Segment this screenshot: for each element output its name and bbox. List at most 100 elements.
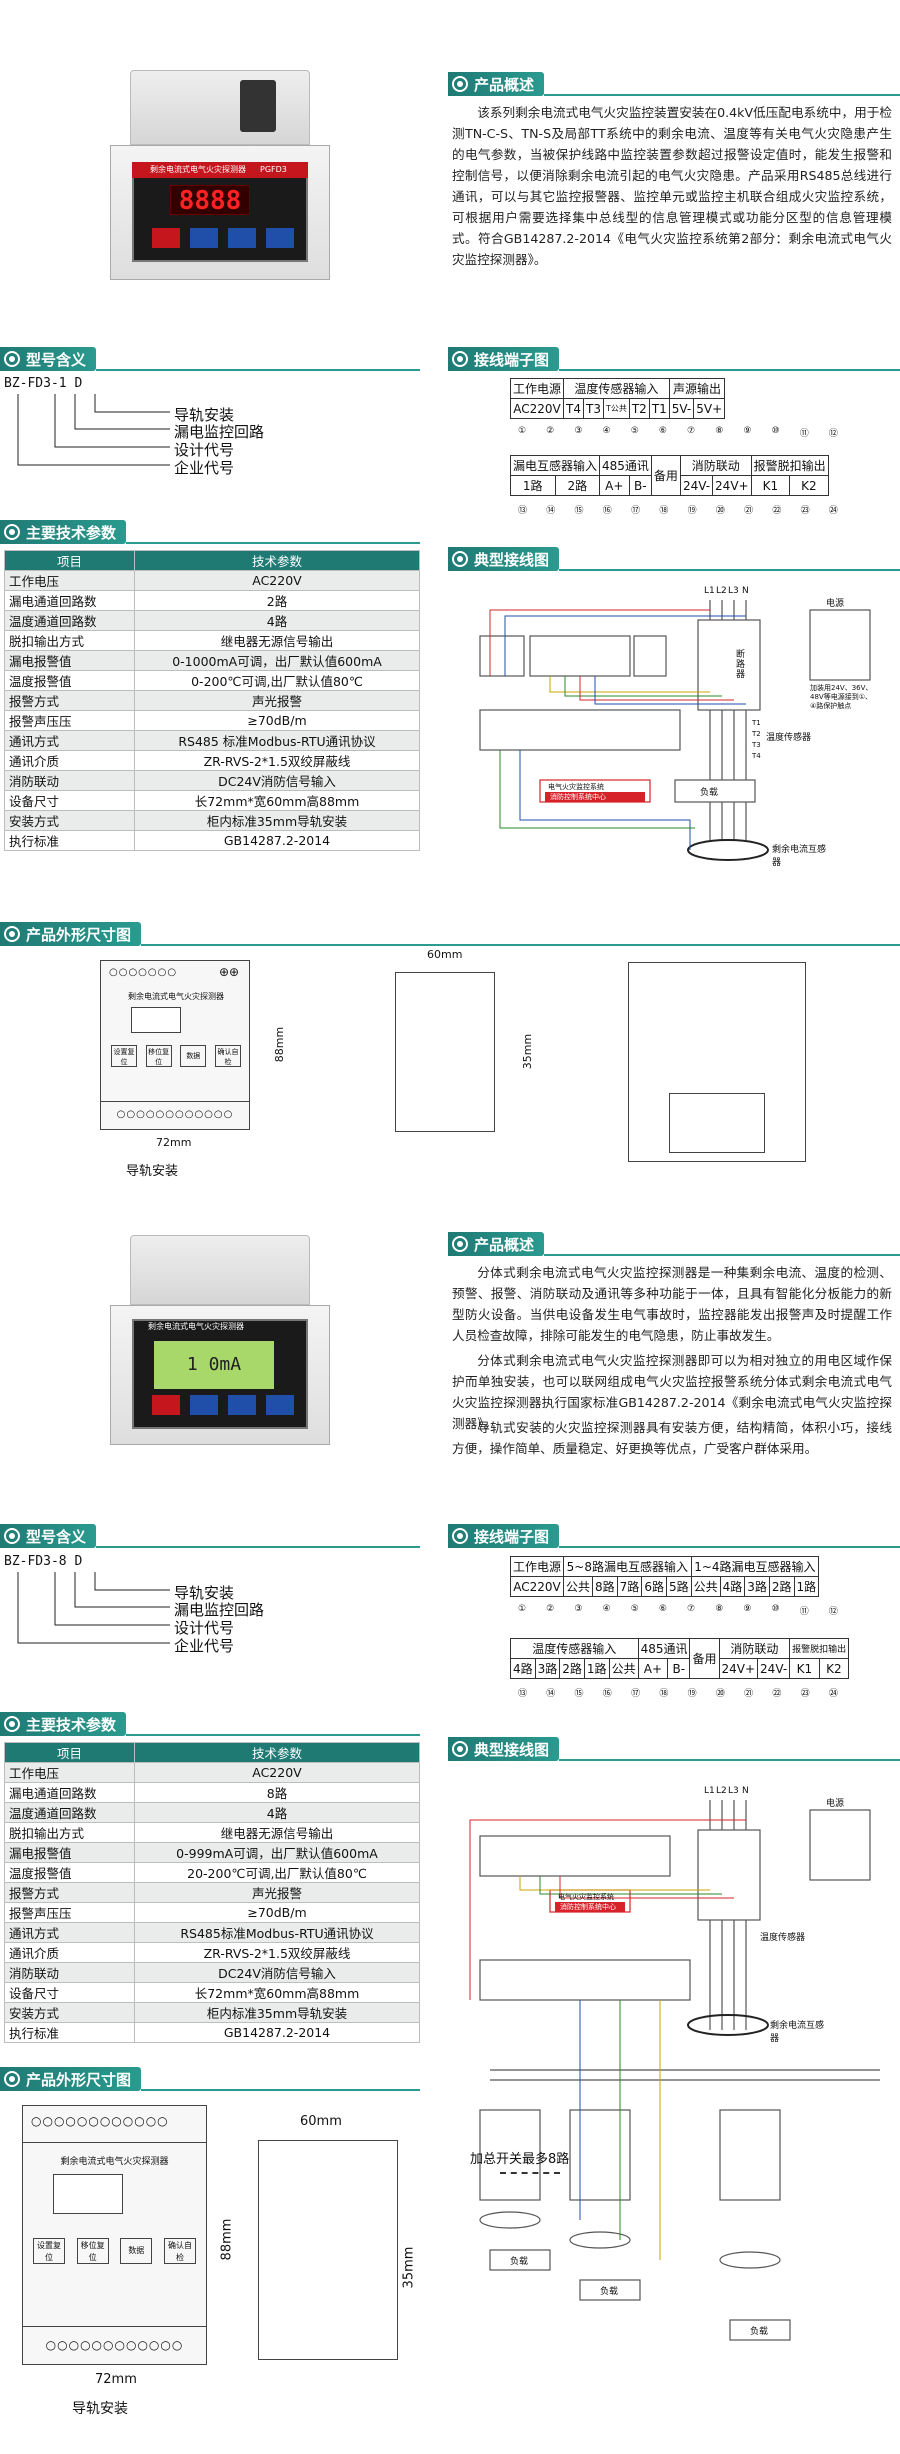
spec-item: 通讯介质 <box>4 750 135 771</box>
spec-item: 通讯介质 <box>4 1942 135 1963</box>
model-item-loops: 漏电监控回路 <box>174 423 265 441</box>
shift-button[interactable] <box>190 228 218 248</box>
spec-item: 安装方式 <box>4 2002 135 2023</box>
spec-value: 声光报警 <box>134 1882 420 1903</box>
header-circle-icon <box>4 351 20 367</box>
spec-value: GB14287.2-2014 <box>134 2022 420 2043</box>
spec-item: 设备尺寸 <box>4 790 135 811</box>
wiring-temp-sensor: 温度传感器 <box>766 733 812 743</box>
spec-value: GB14287.2-2014 <box>134 830 420 851</box>
spec-value: 20-200℃可调,出厂默认值80℃ <box>134 1862 420 1883</box>
front-btn-data: 数据 <box>180 1045 207 1067</box>
spec-value: 8路 <box>134 1782 420 1803</box>
wiring-caption-2: 加总开关最多8路 <box>470 2152 570 2167</box>
spec-item: 通讯方式 <box>4 1922 135 1943</box>
spec-item: 设备尺寸 <box>4 1982 135 2003</box>
wiring2-load-2: 负载 <box>600 2287 619 2297</box>
shift-button-2[interactable] <box>190 1395 218 1415</box>
terminal-header-1: 接线端子图 <box>448 345 900 371</box>
spec-row: 安装方式柜内标准35mm导轨安装 <box>4 2002 420 2023</box>
spec-item: 安装方式 <box>4 810 135 831</box>
data-button[interactable] <box>228 228 256 248</box>
spec-value: 柜内标准35mm导轨安装 <box>134 810 420 831</box>
front-view-2: ○○○○○○○○○○○○ 剩余电流式电气火灾探测器 设置复位 移位复位 数据 确… <box>22 2105 207 2365</box>
spec-item: 温度报警值 <box>4 1862 135 1883</box>
confirm-button[interactable] <box>266 228 294 248</box>
spec-item: 工作电压 <box>4 1762 135 1783</box>
spec-item: 脱扣输出方式 <box>4 630 135 651</box>
spec-value: 长72mm*宽60mm高88mm <box>134 1982 420 2003</box>
confirm-button-2[interactable] <box>266 1395 294 1415</box>
front-btn-confirm: 确认自检 <box>214 1045 241 1067</box>
spec-row: 报警声压压≥70dB/m <box>4 710 420 731</box>
back-view-1 <box>628 962 806 1162</box>
model-diagram-1 <box>17 394 170 466</box>
spec-value: ≥70dB/m <box>134 1902 420 1923</box>
model2-item-rail: 导轨安装 <box>174 1584 235 1602</box>
wiring-ct-label: 剩余电流互感器 <box>772 845 827 868</box>
header-circle-icon <box>4 1716 20 1732</box>
spec-value: 4路 <box>134 610 420 631</box>
model-header-2: 型号含义 <box>0 1522 420 1548</box>
spec-value: ZR-RVS-2*1.5双绞屏蔽线 <box>134 750 420 771</box>
dim-depth-2: 60mm <box>300 2114 342 2129</box>
wiring2-ct-label: 剩余电流互感器 <box>770 2021 825 2044</box>
wiring-load-label: 负载 <box>700 788 719 798</box>
wiring2-fire-center: 消防控制系统中心 <box>560 1903 616 1911</box>
overview-header-2: 产品概述 <box>448 1230 900 1256</box>
spec-value: AC220V <box>134 570 420 591</box>
spec-row: 报警方式声光报警 <box>4 1882 420 1903</box>
spec-value: 继电器无源信号输出 <box>134 630 420 651</box>
wiring2-fire-system: 电气火灾监控系统 <box>558 1893 614 1901</box>
device-photo-1: 剩余电流式电气火灾探测器 PGFD3 8888 <box>110 70 330 280</box>
spec-item: 工作电压 <box>4 570 135 591</box>
spec-item: 脱扣输出方式 <box>4 1822 135 1843</box>
device-model-label: PGFD3 <box>260 165 287 174</box>
model-header-1: 型号含义 <box>0 345 420 371</box>
device-name-1: 剩余电流式电气火灾探测器 <box>132 162 308 178</box>
model-item-design: 设计代号 <box>174 441 235 459</box>
front-btn-set: 设置复位 <box>111 1045 137 1067</box>
dim-header-2: 产品外形尺寸图 <box>0 2065 420 2091</box>
spec-row: 安装方式柜内标准35mm导轨安装 <box>4 810 420 831</box>
wiring2-temp-sensor: 温度传感器 <box>760 1933 806 1943</box>
spec-value: 2路 <box>134 590 420 611</box>
spec-item: 执行标准 <box>4 2022 135 2043</box>
front2-btn-data: 数据 <box>120 2238 153 2264</box>
spec-row: 脱扣输出方式继电器无源信号输出 <box>4 630 420 651</box>
header-circle-icon <box>452 1741 468 1757</box>
set-button[interactable] <box>152 228 180 248</box>
wiring2-load-1: 负载 <box>510 2257 529 2267</box>
spec-item: 报警方式 <box>4 690 135 711</box>
spec-value: 0-1000mA可调，出厂默认值600mA <box>134 650 420 671</box>
spec-item: 消防联动 <box>4 770 135 791</box>
wiring2-phase-l2: L2 <box>716 1786 727 1796</box>
front-view-1: ○○○○○○○ ⊕⊕ 剩余电流式电气火灾探测器 设置复位 移位复位 数据 确认自… <box>100 960 250 1130</box>
spec-value: AC220V <box>134 1762 420 1783</box>
set-button-2[interactable] <box>152 1395 180 1415</box>
overview-text-1: 该系列剩余电流式电气火灾监控装置安装在0.4kV低压配电系统中，用于检测TN-C… <box>452 105 892 267</box>
front-btn-shift: 移位复位 <box>145 1045 172 1067</box>
spec-item: 报警声压压 <box>4 1902 135 1923</box>
data-button-2[interactable] <box>228 1395 256 1415</box>
spec-value: ZR-RVS-2*1.5双绞屏蔽线 <box>134 1942 420 1963</box>
dim-header-1: 产品外形尺寸图 <box>0 920 900 946</box>
spec-item: 漏电通道回路数 <box>4 1782 135 1803</box>
wiring-power-label: 电源 <box>826 599 845 609</box>
dim-caption-1: 导轨安装 <box>126 1164 179 1179</box>
wiring-header-1: 典型接线图 <box>448 545 900 571</box>
front-display <box>131 1007 181 1033</box>
